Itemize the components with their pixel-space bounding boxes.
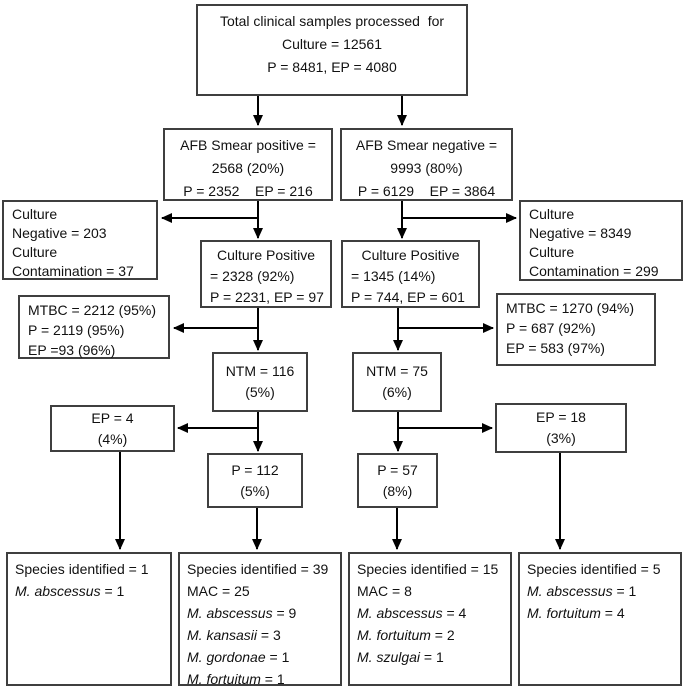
species-row: M. kansasii = 3 — [187, 624, 338, 646]
species-count: = 2 — [430, 627, 455, 643]
species-name: M. abscessus — [357, 605, 443, 621]
mtbc-left-line-1: MTBC = 2212 (95%) — [28, 302, 156, 318]
ep-left-line-1: EP = 4 — [91, 409, 134, 426]
afb-pos-line-2: 2568 (20%) — [211, 160, 285, 176]
p-left-line-2: (5%) — [240, 482, 270, 499]
species-name: M. fortuitum — [187, 671, 261, 687]
ntm-right-line-1: NTM = 75 — [366, 363, 428, 379]
cult-pos-left-line-3: P = 2231, EP = 97 — [210, 289, 324, 305]
ntm-left-line-1: NTM = 116 — [225, 363, 295, 379]
species-count: = 1 — [265, 649, 290, 665]
species-header: Species identified = 15 — [357, 561, 499, 577]
ep-right-line-2: (3%) — [546, 430, 576, 446]
p-left-line-1: P = 112 — [231, 461, 279, 478]
species-box-p-left: Species identified = 39 MAC = 25 M. absc… — [178, 552, 342, 688]
species-count: = 1 — [260, 671, 285, 687]
species-row: M. fortuitum = 4 — [527, 602, 678, 624]
cult-pos-left-line-1: Culture Positive — [216, 247, 316, 263]
ntm-right-box: NTM = 75 (6%) — [352, 352, 442, 412]
ep-left-box: EP = 4 (4%) — [50, 405, 175, 452]
afb-smear-positive-box: AFB Smear positive = 2568 (20%) P = 2352… — [163, 128, 333, 201]
culture-negative-left-box: Culture Negative = 203 Culture Contamina… — [2, 200, 158, 280]
species-count: MAC = 8 — [357, 583, 412, 599]
mtbc-right-line-1: MTBC = 1270 (94%) — [506, 300, 634, 316]
species-name: M. abscessus — [187, 605, 273, 621]
ep-left-line-2: (4%) — [97, 430, 128, 447]
species-row: M. fortuitum = 1 — [187, 668, 338, 688]
cult-neg-right-line-3: Culture — [529, 244, 575, 260]
species-name: M. abscessus — [15, 583, 101, 599]
species-row: MAC = 8 — [357, 580, 508, 602]
species-box-p-right: Species identified = 15 MAC = 8 M. absce… — [348, 552, 512, 686]
species-name: M. kansasii — [187, 627, 258, 643]
cult-pos-right-line-3: P = 744, EP = 601 — [351, 289, 465, 305]
mtbc-right-line-2: P = 687 (92%) — [506, 320, 596, 336]
species-row: M. abscessus = 1 — [15, 580, 168, 602]
cult-neg-right-line-1: Culture — [529, 206, 575, 222]
cult-neg-left-line-2: Negative = 203 — [12, 225, 107, 241]
species-count: = 1 — [420, 649, 444, 665]
ntm-left-box: NTM = 116 (5%) — [212, 352, 308, 412]
species-count: = 1 — [100, 583, 125, 599]
species-header: Species identified = 5 — [527, 561, 661, 577]
species-row: M. fortuitum = 2 — [357, 624, 508, 646]
species-count: = 4 — [442, 605, 467, 621]
p-right-line-1: P = 57 — [377, 461, 418, 478]
p-right-line-2: (8%) — [382, 482, 413, 499]
cult-neg-left-line-3: Culture — [12, 244, 58, 260]
total-line-1: Total clinical samples processed for — [219, 13, 445, 29]
cult-neg-left-line-4: Contamination = 37 — [12, 263, 134, 279]
afb-neg-line-2: 9993 (80%) — [390, 160, 463, 176]
mtbc-left-line-2: P = 2119 (95%) — [28, 322, 125, 338]
species-row: M. szulgai = 1 — [357, 646, 508, 668]
species-box-ep-right: Species identified = 5 M. abscessus = 1 … — [518, 552, 682, 686]
total-samples-box: Total clinical samples processed for Cul… — [196, 4, 468, 96]
afb-neg-line-3: P = 6129 EP = 3864 — [357, 183, 496, 199]
species-count: = 1 — [612, 583, 637, 599]
afb-pos-line-3: P = 2352 EP = 216 — [183, 183, 313, 199]
afb-smear-negative-box: AFB Smear negative = 9993 (80%) P = 6129… — [340, 128, 513, 201]
cult-neg-right-line-2: Negative = 8349 — [529, 225, 632, 241]
species-header: Species identified = 1 — [15, 561, 149, 577]
cult-neg-right-line-4: Contamination = 299 — [529, 263, 659, 279]
species-name: M. abscessus — [527, 583, 613, 599]
species-count: = 4 — [600, 605, 625, 621]
p-right-box: P = 57 (8%) — [357, 453, 438, 508]
ntm-right-line-2: (6%) — [382, 384, 412, 400]
species-row: M. abscessus = 4 — [357, 602, 508, 624]
culture-positive-right-box: Culture Positive = 1345 (14%) P = 744, E… — [341, 240, 480, 308]
species-row: M. abscessus = 9 — [187, 602, 338, 624]
species-row: M. abscessus = 1 — [527, 580, 678, 602]
total-line-2: Culture = 12561 — [281, 36, 383, 52]
mtbc-right-line-3: EP = 583 (97%) — [506, 340, 605, 356]
cult-pos-right-line-2: = 1345 (14%) — [351, 268, 436, 284]
culture-positive-left-box: Culture Positive = 2328 (92%) P = 2231, … — [200, 240, 332, 308]
mtbc-right-box: MTBC = 1270 (94%) P = 687 (92%) EP = 583… — [496, 293, 656, 366]
mtbc-left-line-3: EP =93 (96%) — [28, 342, 116, 358]
culture-negative-right-box: Culture Negative = 8349 Culture Contamin… — [519, 200, 683, 281]
cult-neg-left-line-1: Culture — [12, 206, 58, 222]
ntm-left-line-2: (5%) — [245, 384, 275, 400]
total-line-3: P = 8481, EP = 4080 — [267, 59, 397, 75]
ep-right-box: EP = 18 (3%) — [495, 403, 627, 453]
species-name: M. szulgai — [357, 649, 421, 665]
p-left-box: P = 112 (5%) — [207, 453, 303, 508]
afb-pos-line-1: AFB Smear positive = — [180, 137, 316, 153]
species-name: M. fortuitum — [527, 605, 601, 621]
cult-pos-right-line-1: Culture Positive — [361, 247, 460, 263]
mtbc-left-box: MTBC = 2212 (95%) P = 2119 (95%) EP =93 … — [18, 295, 170, 359]
species-name: M. fortuitum — [357, 627, 431, 643]
species-box-ep-left: Species identified = 1 M. abscessus = 1 — [6, 552, 172, 686]
species-count: MAC = 25 — [187, 583, 250, 599]
cult-pos-left-line-2: = 2328 (92%) — [210, 268, 295, 284]
species-row: MAC = 25 — [187, 580, 338, 602]
species-count: = 9 — [272, 605, 297, 621]
species-row: M. gordonae = 1 — [187, 646, 338, 668]
ep-right-line-1: EP = 18 — [536, 409, 586, 425]
species-header: Species identified = 39 — [187, 561, 329, 577]
species-name: M. gordonae — [187, 649, 266, 665]
afb-neg-line-1: AFB Smear negative = — [355, 137, 498, 153]
species-count: = 3 — [257, 627, 281, 643]
